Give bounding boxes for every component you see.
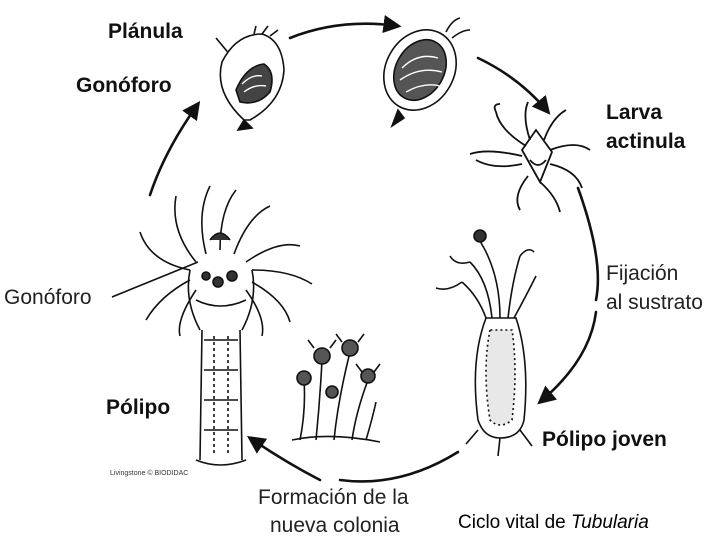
caption-prefix: Ciclo vital de <box>458 512 571 533</box>
label-gonophore-top: Gonóforo <box>76 74 172 97</box>
label-substrate: al sustrato <box>606 291 703 314</box>
new-colony-drawing <box>291 333 381 443</box>
adult-polyp-drawing <box>139 185 313 466</box>
label-colony-formation: Formación de la <box>258 486 409 509</box>
label-new-colony: nueva colonia <box>270 514 400 537</box>
arrow-gonophore-to-planula <box>288 14 402 40</box>
label-planula: Plánula <box>108 20 183 43</box>
arrow-colony-to-polyp <box>246 435 322 482</box>
credit-text: Livingstone © BIODIDAC <box>110 470 189 477</box>
label-young-polyp: Pólipo joven <box>542 428 667 451</box>
young-polyp-drawing <box>435 229 537 457</box>
cycle-arrows <box>148 14 600 483</box>
arrow-planula-to-larva <box>476 56 551 115</box>
caption-genus: Tubularia <box>571 512 649 533</box>
arrow-fixation-to-young-polyp <box>537 310 598 405</box>
arrow-larva-to-fixation <box>576 186 600 302</box>
arrow-polyp-to-gonophore <box>148 101 201 197</box>
label-fixation: Fijación <box>606 262 679 285</box>
figure-caption: Ciclo vital de Tubularia <box>458 512 649 533</box>
label-gonophore-left: Gonóforo <box>4 286 92 309</box>
gonophore-drawing <box>219 25 285 132</box>
label-larva: Larva <box>606 101 663 124</box>
leader-gonophore-left <box>111 261 199 298</box>
arrow-young-polyp-to-colony <box>338 450 460 483</box>
actinula-larva-drawing <box>469 101 591 213</box>
planula-drawing <box>383 17 471 129</box>
label-polyp: Pólipo <box>106 396 171 419</box>
label-actinula: actinula <box>606 130 686 153</box>
